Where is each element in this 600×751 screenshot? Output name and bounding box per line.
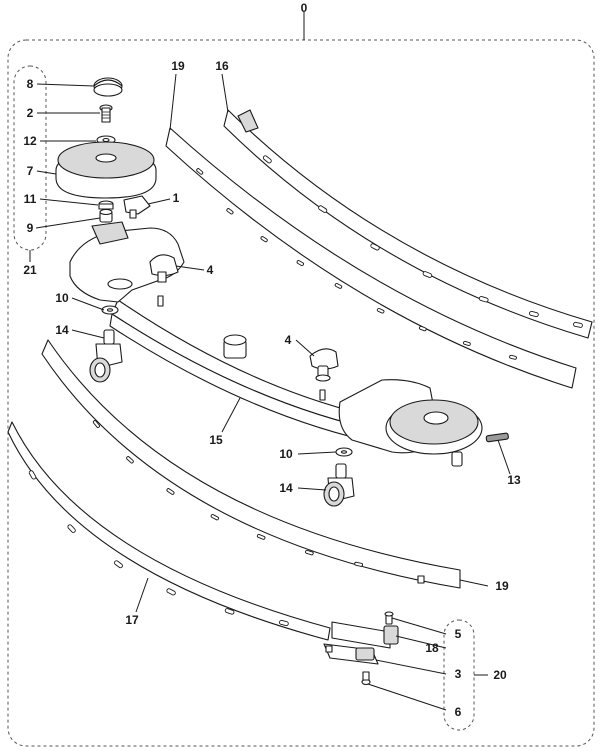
castor-wheel-14-lower <box>323 463 355 507</box>
callout-10-upper: 10 <box>55 291 69 305</box>
callout-21: 21 <box>23 263 37 277</box>
latch-3 <box>323 643 379 665</box>
callout-6: 6 <box>455 705 462 719</box>
callout-7: 7 <box>27 164 34 178</box>
callout-17: 17 <box>125 613 139 627</box>
wing-knob-4-lower <box>309 348 339 382</box>
rear-strip-19 <box>165 127 577 389</box>
washer-10-lower <box>335 447 353 457</box>
bolt-2 <box>99 104 113 123</box>
callout-19-upper: 19 <box>171 59 185 73</box>
screw-5 <box>384 611 394 625</box>
pin-13 <box>485 432 509 443</box>
wing-knob-1 <box>123 195 151 219</box>
callout-10-lower: 10 <box>279 447 293 461</box>
callout-2: 2 <box>27 106 34 120</box>
callout-15: 15 <box>209 433 223 447</box>
callout-9: 9 <box>27 221 34 235</box>
nut-11 <box>98 200 114 210</box>
callout-14-upper: 14 <box>55 323 69 337</box>
assembly-boundary <box>7 39 595 747</box>
callout-18: 18 <box>425 641 439 655</box>
front-strip-19 <box>41 339 461 589</box>
callout-0: 0 <box>301 1 308 15</box>
callout-1: 1 <box>173 191 180 205</box>
castor-wheel-14-upper <box>89 329 123 383</box>
callout-13: 13 <box>507 473 521 487</box>
subassembly-20-boundary <box>443 619 475 731</box>
front-blade-17 <box>7 421 331 641</box>
squeegee-frame-15 <box>69 221 483 467</box>
spacer-9 <box>99 208 113 223</box>
callout-labels: 0 8 2 12 7 11 1 9 21 19 16 4 10 14 4 15 … <box>23 1 521 719</box>
washer-10-upper <box>101 305 119 315</box>
callout-16: 16 <box>215 59 229 73</box>
subassembly-21-boundary <box>13 65 47 251</box>
callout-11: 11 <box>24 192 37 206</box>
wing-knob-4-upper <box>149 254 179 283</box>
cap-8 <box>93 77 123 97</box>
callout-19-lower: 19 <box>495 579 509 593</box>
callout-5: 5 <box>455 627 462 641</box>
callout-20: 20 <box>493 668 507 682</box>
callout-4-lower: 4 <box>285 333 292 347</box>
rear-blade-16 <box>223 109 593 339</box>
blade-clamp-18 <box>331 621 399 649</box>
callout-12: 12 <box>23 134 37 148</box>
callout-4-upper: 4 <box>207 263 214 277</box>
callout-3: 3 <box>455 667 462 681</box>
callout-8: 8 <box>27 77 34 91</box>
screw-6 <box>361 671 371 686</box>
leader-lines <box>35 73 511 711</box>
round-plate-7 <box>55 141 157 199</box>
callout-14-lower: 14 <box>279 481 293 495</box>
